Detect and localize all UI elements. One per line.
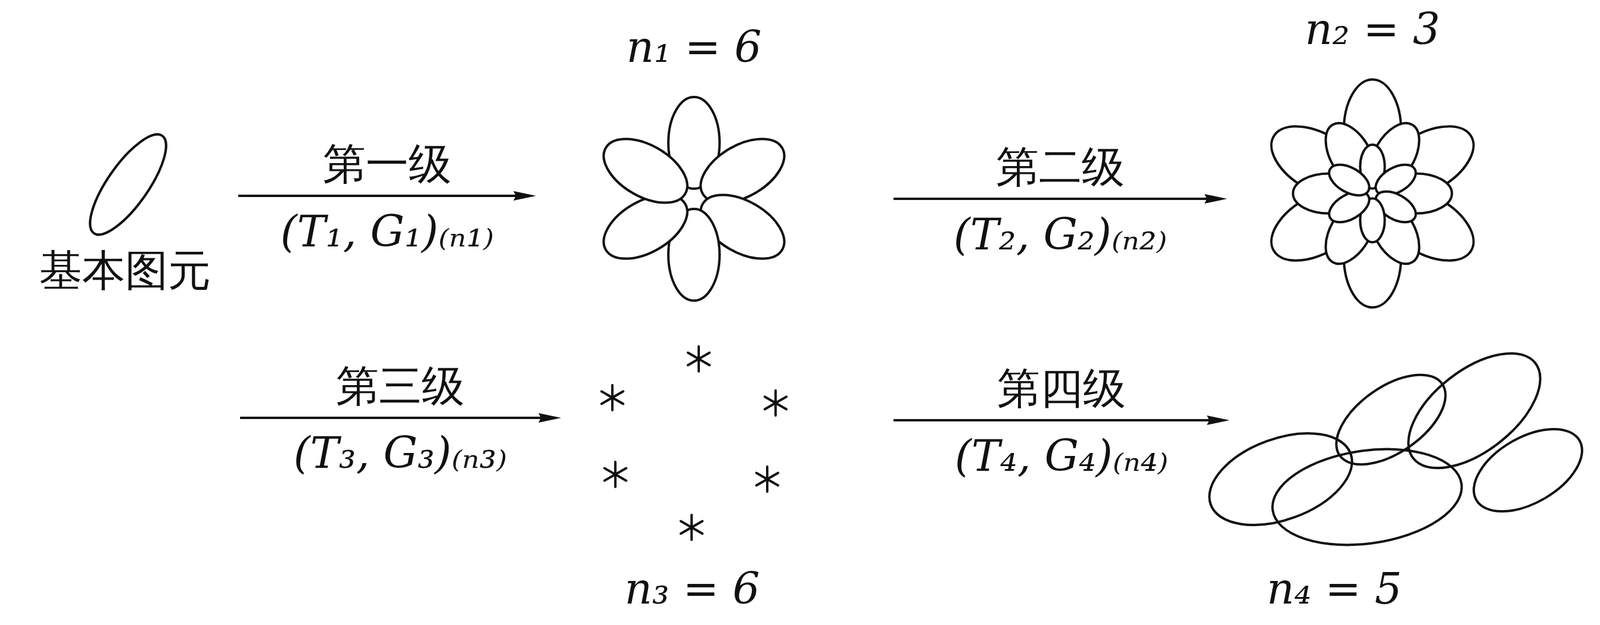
count-label: n₁ = 6 <box>626 23 762 71</box>
figure-node: n₂ = 3 <box>1227 5 1519 328</box>
arrow-head <box>1204 194 1228 204</box>
transform-label: (T₃, G₃)₍ₙ₃₎ <box>291 430 510 478</box>
arrow-head <box>513 191 537 201</box>
ellipse-chain-figure <box>1196 331 1596 557</box>
flower-figure <box>592 97 795 301</box>
level-label: 第二级 <box>993 143 1128 191</box>
level-label: 第四级 <box>994 365 1129 413</box>
level-label: 第一级 <box>320 140 454 188</box>
level-arrow <box>240 413 562 423</box>
arrow-shaft <box>893 197 1207 201</box>
count-label: n₄ = 5 <box>1266 565 1402 613</box>
figure-node: 基本图元 <box>11 119 239 298</box>
level-arrow <box>238 191 537 201</box>
transform-label: (T₄, G₄)₍ₙ₄₎ <box>952 433 1172 481</box>
arrow-shaft <box>238 194 516 198</box>
figure-node: n₁ = 6 <box>536 11 894 322</box>
transform-label: (T₂, G₂)₍ₙ₂₎ <box>951 211 1170 259</box>
compound-flower-figure <box>1259 79 1486 308</box>
figure-caption: 基本图元 <box>39 247 211 295</box>
basic-ellipse <box>77 124 179 246</box>
figure-node: n₃ = 6 <box>565 333 894 620</box>
transform-label: (T₁, G₁)₍ₙ₁₎ <box>278 208 497 256</box>
figure-node: n₄ = 5 <box>1229 345 1593 614</box>
level-label: 第三级 <box>333 362 468 410</box>
count-label: n₃ = 6 <box>624 565 760 613</box>
level-arrow <box>893 415 1230 426</box>
level-arrow <box>893 194 1228 204</box>
count-label: n₂ = 3 <box>1304 5 1440 54</box>
star-ring-figure <box>601 346 787 541</box>
arrow-head <box>1206 415 1230 426</box>
arrow-shaft <box>893 419 1210 422</box>
